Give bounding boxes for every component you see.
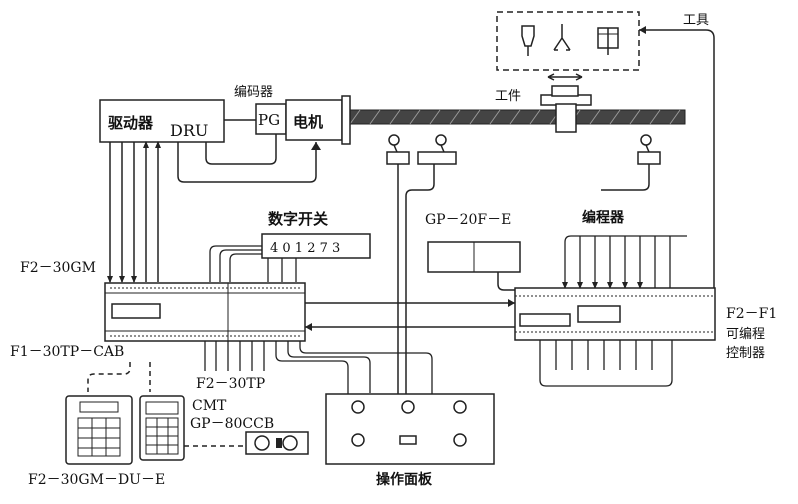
driver-label: 驱动器 [108, 114, 154, 132]
pg-label: PG [258, 111, 280, 129]
dru-label: DRU [170, 121, 208, 140]
f2-30gm-controller [104, 282, 306, 342]
f2-30tp-label: F2－30TP [196, 376, 265, 392]
operation-panel [325, 393, 495, 465]
printer-gp-80ccb [245, 431, 309, 455]
digital-switch-box [261, 233, 371, 259]
tools-label: 工具 [683, 13, 709, 28]
workpiece [540, 85, 592, 133]
plc-label-line1: 可编程 [726, 327, 765, 342]
f2-30gm-du-e-label: F2－30GM－DU－E [28, 472, 165, 488]
digital-switch-label: 数字开关 [268, 210, 328, 228]
handy-programmer-cmt [139, 395, 185, 461]
f1-30tp-cab-label: F1－30TP－CAB [10, 344, 124, 360]
plc-f2-f1 [514, 287, 716, 341]
programmer-label: 编程器 [582, 209, 625, 226]
f2-f1-label: F2－F1 [726, 306, 777, 322]
limit-switch-2 [417, 134, 457, 165]
operation-panel-label: 操作面板 [376, 471, 433, 488]
drill-tool-icon [521, 25, 535, 56]
gp20fe-label: GP－20F－E [425, 212, 511, 228]
f2-30gm-label: F2－30GM [20, 260, 96, 276]
plc-label-line2: 控制器 [726, 346, 765, 361]
workpiece-label: 工件 [495, 89, 521, 104]
driver-box [99, 99, 225, 143]
digital-switch-digits: 4 0 1 2 7 3 [270, 241, 340, 256]
limit-switch-1 [386, 134, 410, 165]
gripper-tool-icon [553, 24, 571, 51]
ball-screw [344, 109, 686, 125]
motor-label: 电机 [293, 113, 323, 131]
tool-box [496, 11, 640, 81]
motor-box [285, 99, 343, 141]
limit-switch-3 [637, 134, 661, 165]
encoder-label: 编码器 [234, 85, 273, 100]
gp80ccb-label: GP－80CCB [190, 416, 274, 432]
driver-to-controller-wires [109, 142, 159, 282]
cutter-tool-icon [597, 27, 619, 55]
cmt-label: CMT [192, 398, 227, 414]
data-unit-f2-30gm-du-e [65, 395, 133, 465]
